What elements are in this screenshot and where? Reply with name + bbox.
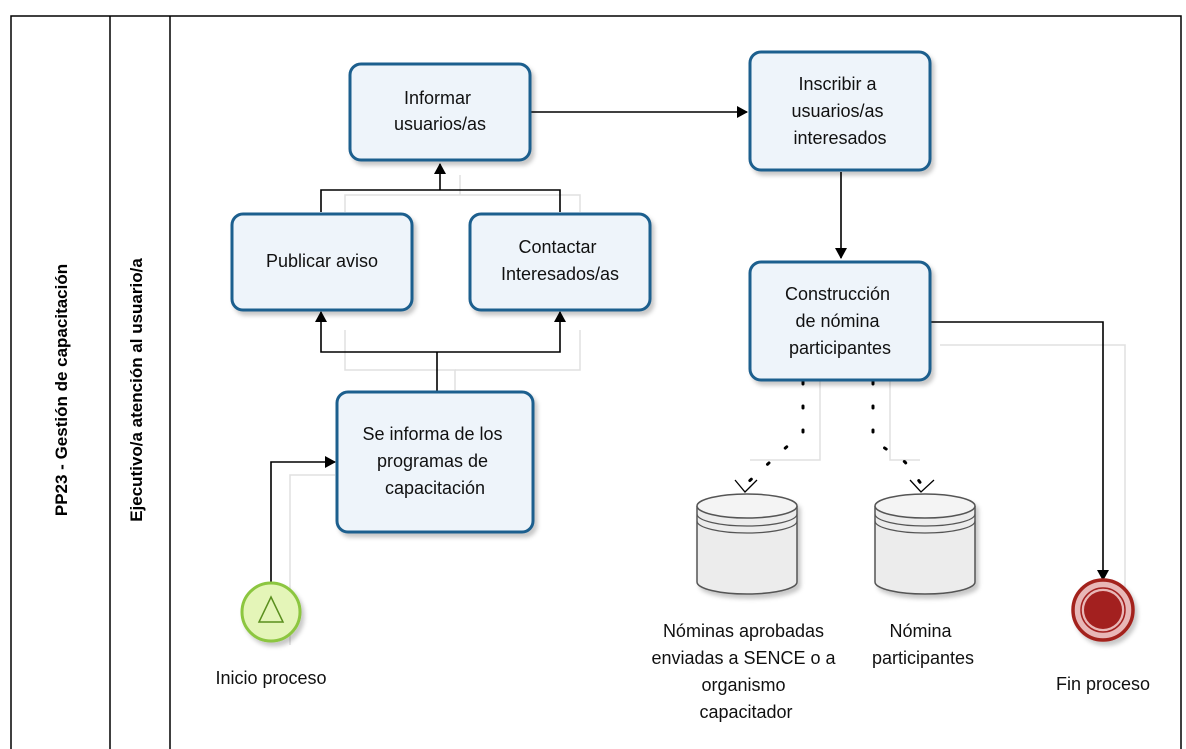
- flow-construccion-to-end: [930, 321, 1109, 581]
- task-seinforma-line-2: programas de: [377, 451, 488, 471]
- datastore-nominas-line-3: organismo: [701, 675, 785, 695]
- datastore-nomina-label: Nómina participantes: [872, 621, 974, 668]
- task-inscribir-line-2: usuarios/as: [791, 101, 883, 121]
- flow-split-to-contactar: [437, 311, 566, 353]
- start-triangle-icon: [257, 595, 285, 623]
- lane-label: Ejecutivo/a atención al usuario/a: [127, 258, 146, 522]
- task-construccion-line-1: Construcción: [785, 284, 890, 304]
- start-event[interactable]: [240, 581, 302, 643]
- task-informar-line-1: Informar: [404, 88, 471, 108]
- task-construccion-line-2: de nómina: [795, 311, 880, 331]
- svg-text:Publicar aviso: Publicar aviso: [266, 251, 378, 271]
- datastore-nomina-line-2: participantes: [872, 648, 974, 668]
- datastore-nominas-aprobadas[interactable]: [696, 493, 798, 595]
- end-inner-icon: [1080, 587, 1126, 633]
- flow-split-to-publicar: [315, 311, 437, 353]
- task-inscribir-usuarios[interactable]: Inscribir a usuarios/as interesados: [748, 50, 932, 172]
- datastore-nominas-line-4: capacitador: [699, 702, 792, 722]
- data-associations: [743, 380, 924, 487]
- pool-label: PP23 - Gestión de capacitación: [52, 264, 71, 516]
- svg-text:Construcción de nómina: Construcción de nómina participantes: [785, 284, 895, 358]
- flow-publicar-to-join: [320, 189, 561, 212]
- datastore-nominas-label: Nóminas aprobadas enviadas a SENCE o a o…: [651, 621, 840, 722]
- datastore-nominas-line-1: Nóminas aprobadas: [663, 621, 824, 641]
- sequence-flows: [270, 106, 1109, 583]
- svg-text:Inscribir a usuarios/as: Inscribir a usuarios/as interesados: [791, 74, 888, 148]
- datastore-nominas-line-2: enviadas a SENCE o a: [651, 648, 836, 668]
- task-seinforma-line-3: capacitación: [385, 478, 485, 498]
- pool-frame: [10, 15, 1182, 749]
- task-informar-line-2: usuarios/as: [394, 114, 486, 134]
- start-event-label: Inicio proceso: [215, 668, 326, 688]
- svg-text:Informar usuarios/as: Informar usuarios/as: [394, 88, 486, 134]
- task-contactar-interesados[interactable]: Contactar Interesados/as: [468, 212, 652, 312]
- task-publicar-line-1: Publicar aviso: [266, 251, 378, 271]
- task-contactar-line-2: Interesados/as: [501, 264, 619, 284]
- task-construccion-line-3: participantes: [789, 338, 891, 358]
- svg-text:Se informa de los progra: Se informa de los programas de capacitac…: [362, 424, 507, 498]
- association-arrowheads: [734, 479, 935, 493]
- task-publicar-aviso[interactable]: Publicar aviso: [230, 212, 414, 312]
- svg-text:Contactar Interesados/as: Contactar Interesados/as: [501, 237, 619, 284]
- end-event[interactable]: [1071, 578, 1135, 642]
- task-inscribir-line-3: interesados: [793, 128, 886, 148]
- task-se-informa-programas[interactable]: Se informa de los programas de capacitac…: [335, 390, 535, 534]
- task-seinforma-line-1: Se informa de los: [362, 424, 502, 444]
- task-construccion-nomina[interactable]: Construcción de nómina participantes: [748, 260, 932, 382]
- flow-start-to-seinforma: [270, 456, 336, 583]
- task-informar-usuarios[interactable]: Informar usuarios/as: [348, 62, 532, 162]
- task-contactar-line-1: Contactar: [518, 237, 596, 257]
- end-event-label: Fin proceso: [1056, 674, 1150, 694]
- task-inscribir-line-1: Inscribir a: [798, 74, 877, 94]
- datastore-nomina-participantes[interactable]: [874, 493, 976, 595]
- datastore-nomina-line-1: Nómina: [889, 621, 952, 641]
